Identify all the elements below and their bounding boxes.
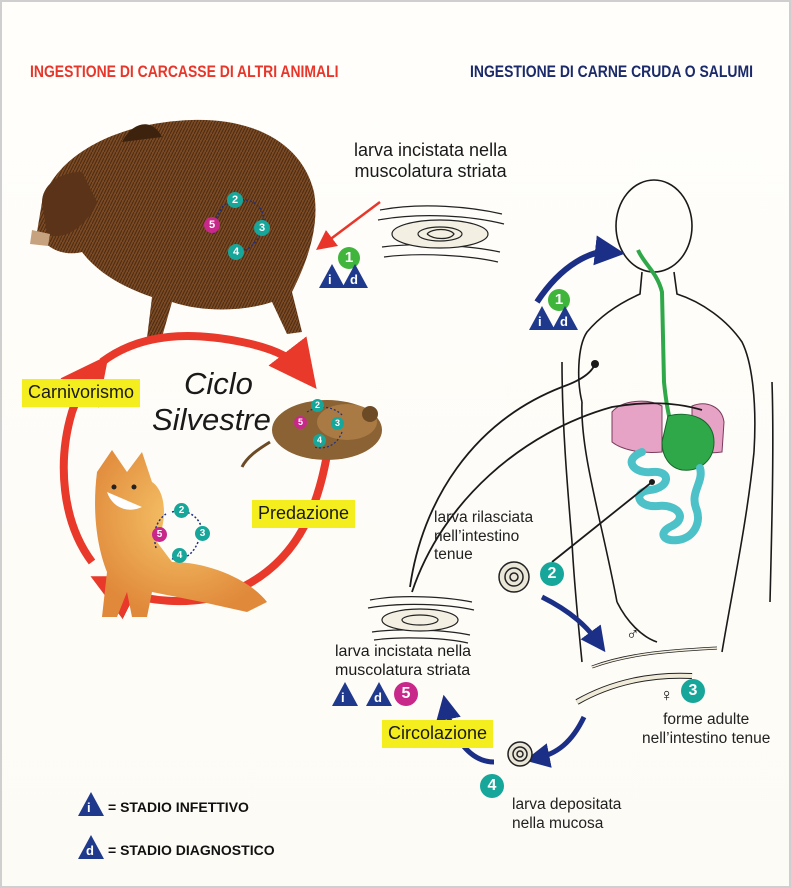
connector-dot (649, 479, 655, 485)
stage-badge-2-rat: 2 (311, 399, 324, 412)
stage-number: 3 (200, 528, 206, 539)
bottom-larva-line-2: muscolatura striata (335, 662, 471, 681)
stage-number: 5 (402, 685, 411, 702)
stage-number: 5 (157, 529, 163, 540)
cycle-title: Ciclo Silvestre (180, 366, 271, 437)
legend-infective-letter: i (87, 800, 91, 815)
stage-badge-3-main: 3 (681, 679, 705, 703)
stage-badge-2-boar: 2 (227, 192, 243, 208)
deposited-larva-line-2: nella mucosa (512, 815, 621, 834)
infective-letter-left: i (328, 272, 332, 287)
digestive-organs (612, 250, 724, 540)
diagnostic-letter-left: d (350, 272, 358, 287)
stage-badge-4-main: 4 (480, 774, 504, 798)
female-symbol: ♀ (660, 685, 674, 706)
stage-number: 2 (315, 400, 320, 410)
top-muscle-cyst (378, 206, 504, 262)
deposited-larva-label: larva depositata nella mucosa (512, 796, 621, 833)
infective-letter-bottom: i (341, 690, 345, 705)
bottom-larva-label: larva incistata nella muscolatura striat… (335, 643, 471, 681)
stage-number: 5 (209, 219, 215, 231)
connector-dot (591, 360, 599, 368)
diagnostic-letter-bottom: d (374, 690, 382, 705)
stage-badge-2-fox: 2 (174, 503, 189, 518)
arrow-3-to-4 (537, 717, 584, 758)
stage-badge-5-main: 5 (394, 682, 418, 706)
deposited-larva-line-1: larva depositata (512, 796, 621, 815)
top-larva-label: larva incistata nella muscolatura striat… (354, 140, 507, 182)
carnivorism-label: Carnivorismo (22, 379, 140, 407)
released-larva-line-2: nell’intestino (434, 528, 533, 547)
top-larva-line-2: muscolatura striata (354, 161, 507, 182)
stage-badge-3-rat: 3 (331, 417, 344, 430)
adults-line-1: forme adulte (642, 711, 770, 730)
stage-badge-5-rat: 5 (294, 416, 307, 429)
arrow-2-to-3 (542, 597, 598, 642)
bottom-larva-line-1: larva incistata nella (335, 643, 471, 662)
male-symbol: ♂ (626, 624, 640, 645)
stage-badge-5-fox: 5 (152, 527, 167, 542)
stage-badge-5-boar: 5 (204, 217, 220, 233)
deposited-larva-coil (508, 742, 532, 766)
wild-boar-illustration (30, 120, 315, 338)
stage-number: 3 (689, 682, 698, 699)
released-larva-line-3: tenue (434, 546, 533, 565)
released-larva-label: larva rilasciata nell’intestino tenue (434, 509, 533, 565)
stage-number: 2 (179, 505, 185, 516)
legend-diagnostic-letter: d (86, 843, 94, 858)
stage-number: 2 (548, 565, 557, 582)
stage-number: 2 (232, 194, 238, 206)
stage-badge-4-boar: 4 (228, 244, 244, 260)
stage-badge-2-main: 2 (540, 562, 564, 586)
stage-badge-3-fox: 3 (195, 526, 210, 541)
infective-letter-right: i (538, 314, 542, 329)
circulation-label: Circolazione (382, 720, 493, 748)
stage-number: 4 (317, 435, 322, 445)
stage-number: 4 (488, 777, 497, 794)
stage-number: 4 (233, 246, 239, 258)
adults-label: forme adulte nell’intestino tenue (642, 711, 770, 748)
stage-number: 3 (259, 222, 265, 234)
legend-infective-text: = STADIO INFETTIVO (108, 799, 249, 815)
adults-line-2: nell’intestino tenue (642, 730, 770, 749)
stage-badge-4-fox: 4 (172, 548, 187, 563)
predation-label: Predazione (252, 500, 355, 528)
top-larva-line-1: larva incistata nella (354, 140, 507, 161)
stage-number: 4 (177, 550, 183, 561)
released-larva-coil (499, 562, 529, 592)
cycle-title-line-1: Ciclo (180, 366, 271, 402)
bottom-muscle-cyst (368, 597, 474, 643)
stage-number: 5 (298, 417, 303, 427)
legend-infective-triangle (78, 792, 104, 816)
diagnostic-letter-right: d (560, 314, 568, 329)
stage-number: 3 (335, 418, 340, 428)
fox-illustration (95, 450, 267, 617)
stage-badge-3-boar: 3 (254, 220, 270, 236)
arrow-cyst-to-boar (320, 202, 380, 247)
infective-triangle-bottom (332, 682, 358, 706)
stage-badge-4-rat: 4 (313, 434, 326, 447)
arrow-ingestion (537, 252, 610, 302)
released-larva-line-1: larva rilasciata (434, 509, 533, 528)
cycle-title-line-2: Silvestre (152, 402, 271, 438)
legend-diagnostic-text: = STADIO DIAGNOSTICO (108, 842, 275, 858)
